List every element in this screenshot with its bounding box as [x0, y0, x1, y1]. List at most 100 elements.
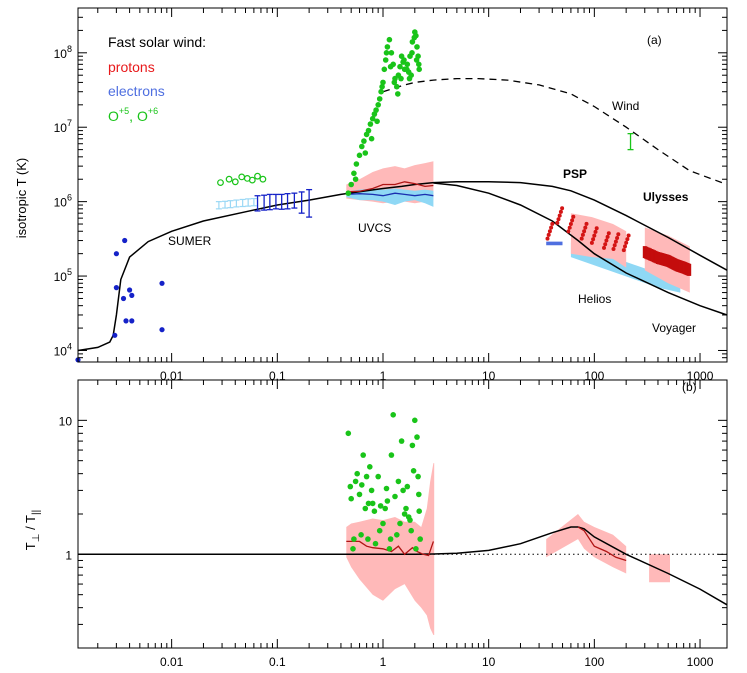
- uvcs-oxygen-point: [414, 44, 420, 50]
- oxygen-ratio-point: [416, 491, 422, 498]
- panel-a-label: (a): [647, 33, 662, 47]
- oxygen-ratio-point: [414, 434, 420, 440]
- sumer-electron-point: [113, 251, 119, 257]
- oxygen-ratio-point: [395, 478, 402, 485]
- psp-proton-point: [557, 213, 562, 218]
- oxygen-open-point: [259, 175, 267, 183]
- psp-proton-point: [606, 231, 611, 236]
- psp-proton-point: [583, 225, 588, 230]
- oxygen-ratio-point: [371, 508, 378, 514]
- model-curve-oxygen-dashed: [382, 77, 728, 186]
- oxygen-open-point: [254, 172, 261, 180]
- panel-a-y-tick-label: 107: [54, 118, 72, 135]
- psp-proton-point: [621, 248, 626, 253]
- uvcs-oxygen-point: [416, 61, 422, 68]
- oxygen-ratio-point: [363, 473, 370, 480]
- oxygen-ratio-point: [380, 520, 386, 527]
- panel-a-points-layer: [75, 29, 692, 363]
- sumer-electron-point: [127, 287, 133, 293]
- oxygen-ratio-point: [360, 452, 367, 458]
- psp-proton-point: [616, 232, 621, 237]
- uvcs-oxygen-point: [365, 127, 372, 134]
- oxygen-ratio-point: [376, 527, 383, 534]
- psp-proton-point: [592, 233, 597, 238]
- oxygen-ratio-point: [365, 500, 372, 507]
- sumer-electron-point: [113, 285, 119, 291]
- oxygen-ratio-point: [377, 503, 384, 509]
- panel-b-x-tick-label: 0.1: [269, 655, 286, 669]
- oxygen-ratio-point: [375, 473, 382, 480]
- panel-b-points-layer: [345, 412, 424, 552]
- oxygen-ratio-point: [416, 508, 423, 514]
- psp-proton-point: [570, 218, 575, 223]
- psp-proton-point: [560, 206, 565, 211]
- uvcs-oxygen-point: [361, 138, 367, 144]
- annotation-voyager: Voyager: [652, 321, 696, 335]
- oxygen-open-point: [217, 179, 224, 187]
- uvcs-oxygen-point: [404, 66, 410, 73]
- uvcs-oxygen-point: [345, 190, 352, 196]
- sumer-electron-point: [159, 280, 165, 286]
- legend-protons: protons: [108, 59, 155, 75]
- legend-electrons: electrons: [108, 83, 165, 99]
- uvcs-oxygen-point: [378, 88, 384, 95]
- psp-proton-point: [558, 209, 563, 214]
- oxygen-open-point: [248, 176, 256, 184]
- oxygen-ratio-point: [404, 483, 411, 490]
- psp-proton-point: [556, 217, 561, 222]
- oxygen-ratio-point: [372, 540, 379, 547]
- panel-b-x-tick-label: 1000: [687, 655, 714, 669]
- panel-a-lines-layer: [77, 77, 728, 352]
- legend-oxygen-ions: O+5, O+6: [108, 106, 158, 124]
- panel-a-bands-layer: [346, 161, 690, 293]
- uvcs-oxygen-point: [386, 36, 393, 43]
- panel-a-x-tick-label: 1: [380, 369, 387, 383]
- uvcs-proton-mean-line: [346, 181, 434, 193]
- uvcs-electron-band: [346, 188, 434, 207]
- psp-proton-point: [615, 236, 620, 240]
- panel-b-x-tick-label: 1: [380, 655, 387, 669]
- oxygen-ratio-point: [400, 487, 406, 494]
- oxygen-ratio-point: [348, 495, 355, 502]
- panel-a-y-tick-label: 106: [54, 193, 72, 210]
- psp-proton-point: [545, 236, 550, 241]
- oxygen-ratio-point: [369, 500, 376, 507]
- sumer-electron-point: [159, 327, 165, 333]
- uvcs-oxygen-point: [376, 96, 383, 102]
- ulysses-proton-ratio-band: [649, 554, 670, 583]
- psp-proton-point: [579, 236, 584, 241]
- annotation-sumer: SUMER: [168, 234, 212, 248]
- uvcs-oxygen-point: [397, 63, 403, 70]
- psp-proton-point: [555, 220, 560, 225]
- oxygen-ratio-point: [350, 546, 356, 552]
- oxygen-ratio-point: [362, 505, 369, 512]
- oxygen-ratio-point: [352, 478, 359, 485]
- uvcs-oxygen-point: [380, 79, 386, 86]
- uvcs-oxygen-point: [382, 57, 389, 63]
- uvcs-oxygen-point: [362, 150, 369, 156]
- oxygen-ratio-point: [417, 536, 424, 542]
- psp-proton-point: [603, 242, 608, 247]
- panel-a-y-tick-label: 105: [54, 267, 72, 284]
- oxygen-ratio-point: [345, 430, 352, 437]
- oxygen-ratio-point: [398, 438, 405, 444]
- psp-proton-point: [582, 229, 587, 234]
- sumer-electron-point: [129, 318, 135, 324]
- psp-proton-point: [602, 245, 606, 250]
- oxygen-ratio-point: [413, 546, 419, 552]
- oxygen-ratio-point: [403, 505, 409, 512]
- panel-b-lines-layer: [78, 526, 728, 606]
- panel-a-y-tick-label: 104: [54, 341, 72, 358]
- oxygen-ratio-point: [387, 536, 394, 542]
- psp-proton-point: [546, 232, 551, 237]
- psp-proton-point: [549, 225, 554, 230]
- uvcs-oxygen-point: [379, 83, 385, 90]
- oxygen-ratio-point: [368, 487, 375, 494]
- oxygen-ratio-point: [415, 473, 421, 480]
- uvcs-oxygen-point: [409, 39, 416, 45]
- oxygen-ratio-point: [401, 511, 408, 517]
- uvcs-oxygen-point: [394, 83, 400, 90]
- panel-b-x-tick-label: 0.01: [160, 655, 184, 669]
